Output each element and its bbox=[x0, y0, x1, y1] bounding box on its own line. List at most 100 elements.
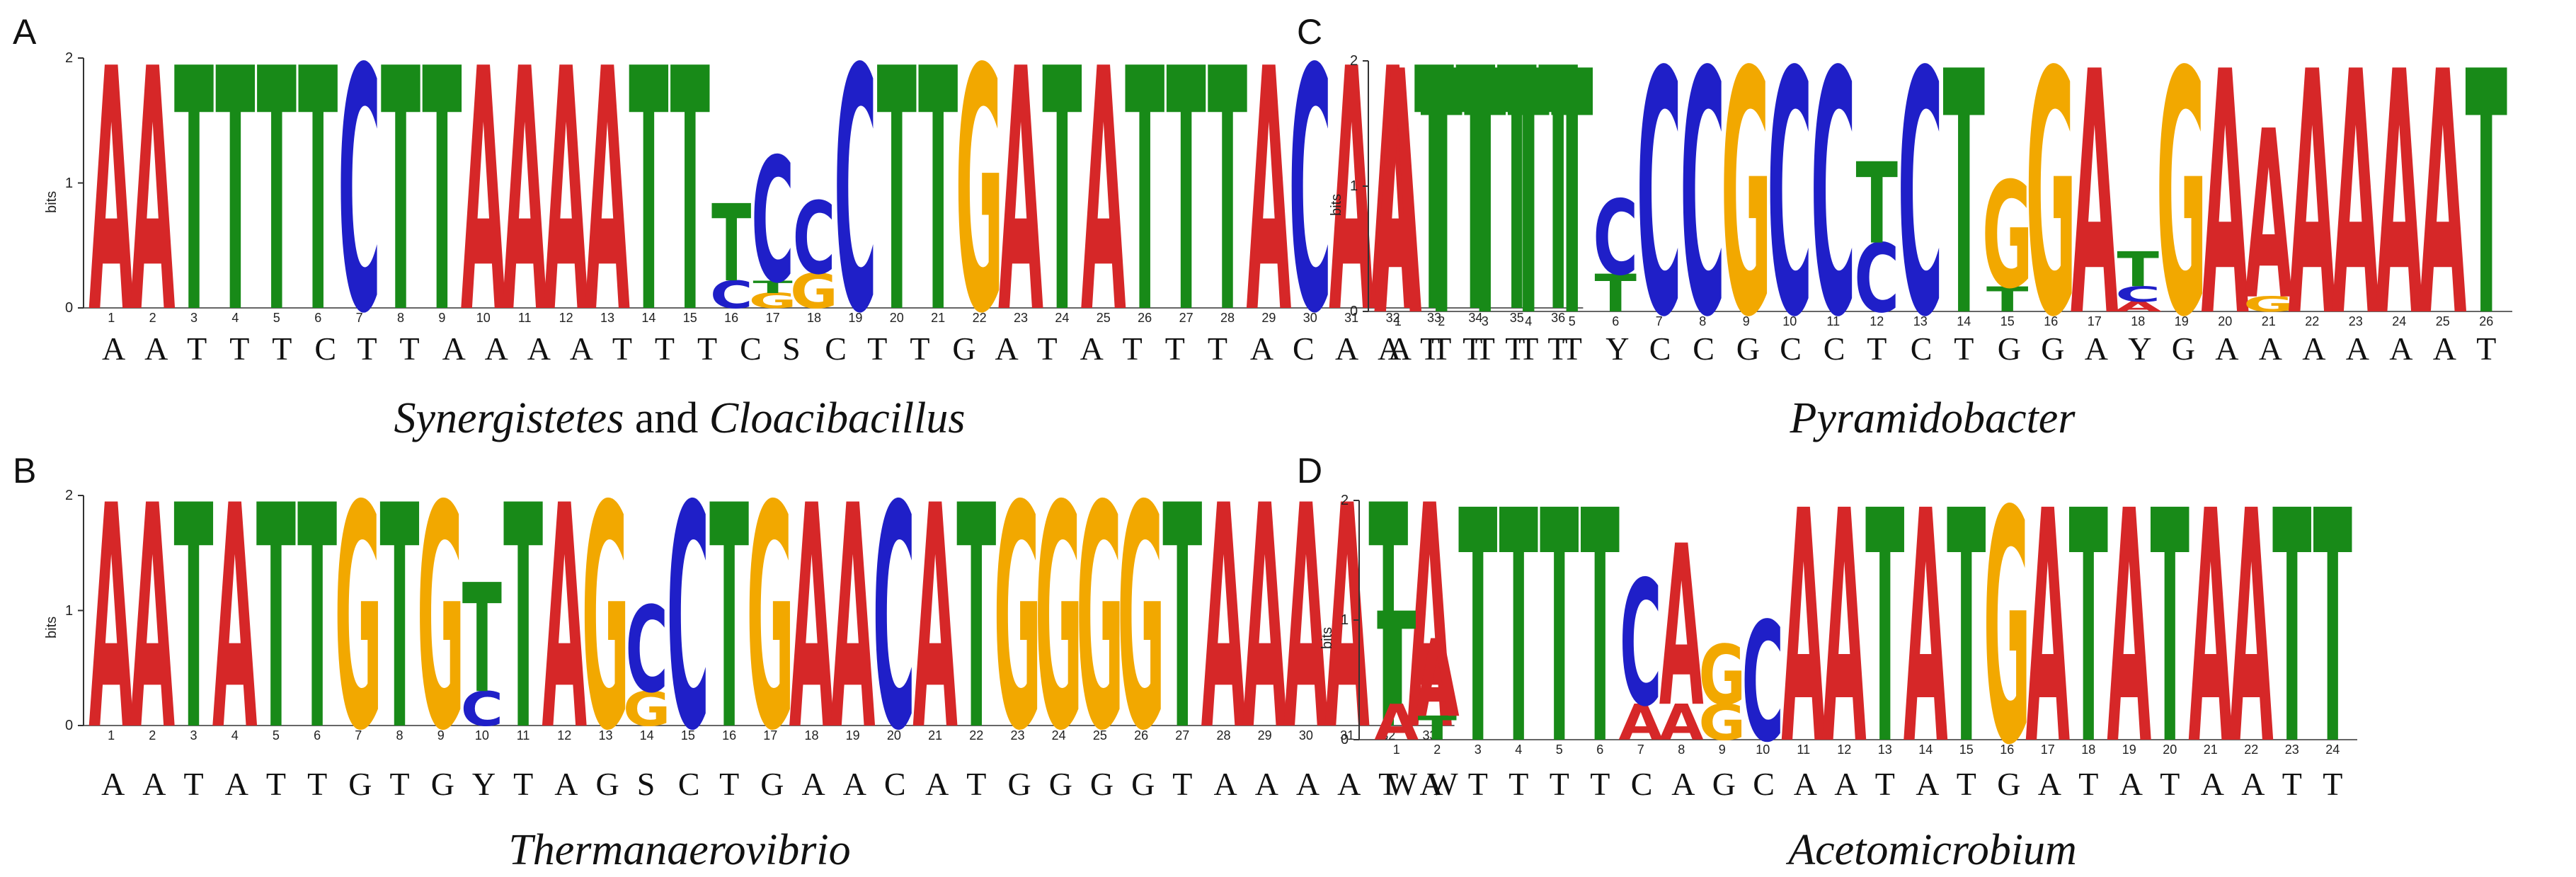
position-number: 6 bbox=[314, 311, 321, 325]
position-number: 25 bbox=[2436, 314, 2450, 328]
position-number: 9 bbox=[437, 728, 445, 743]
position-number: 5 bbox=[1556, 743, 1563, 757]
consensus-base: A bbox=[1387, 331, 1412, 367]
logo-letter-T: T bbox=[1368, 440, 1408, 798]
consensus-base: T bbox=[654, 331, 675, 367]
consensus-base: A bbox=[995, 331, 1019, 367]
logo-letter-A: A bbox=[88, 440, 134, 798]
position-number: 25 bbox=[1097, 311, 1111, 325]
position-number: 7 bbox=[356, 311, 363, 325]
logo-letter-T: T bbox=[1464, 1, 1506, 391]
position-number: 23 bbox=[1010, 728, 1024, 743]
consensus-base: T bbox=[1509, 766, 1529, 802]
logo-letter-T: T bbox=[1418, 709, 1457, 747]
consensus-base: C bbox=[1630, 766, 1653, 802]
position-number: 27 bbox=[1179, 311, 1193, 325]
y-tick-label: 1 bbox=[1350, 178, 1358, 194]
consensus-base: T bbox=[1037, 331, 1058, 367]
consensus-base: C bbox=[825, 331, 847, 367]
position-number: 16 bbox=[724, 311, 738, 325]
y-axis-label: bits bbox=[44, 190, 59, 213]
logo-letter-C: C bbox=[873, 440, 915, 798]
consensus-base: G bbox=[1997, 331, 2021, 367]
logo-letter-T: T bbox=[1458, 444, 1498, 815]
logo-letter-T: T bbox=[2272, 444, 2312, 815]
panel-letter: D bbox=[1297, 451, 1323, 491]
consensus-base: T bbox=[2282, 766, 2302, 802]
consensus-base: G bbox=[2041, 331, 2065, 367]
consensus-base: G bbox=[595, 766, 619, 802]
consensus-base: G bbox=[2171, 331, 2195, 367]
position-number: 9 bbox=[438, 311, 445, 325]
logo-letter-T: T bbox=[1508, 1, 1550, 391]
logo-letter-A: A bbox=[1374, 1, 1422, 391]
position-number: 22 bbox=[973, 311, 987, 325]
position-number: 14 bbox=[641, 311, 656, 325]
position-number: 29 bbox=[1261, 311, 1276, 325]
position-number: 10 bbox=[1782, 314, 1797, 328]
species-name-part: and bbox=[624, 394, 709, 442]
logo-letter-A: A bbox=[2107, 444, 2151, 815]
position-number: 32 bbox=[1386, 311, 1400, 325]
consensus-base: A bbox=[925, 766, 949, 802]
logo-letter-C: C bbox=[1289, 0, 1332, 386]
logo-letter-A: A bbox=[2229, 444, 2274, 815]
panel-letter: C bbox=[1297, 12, 1323, 52]
logo-letter-A: A bbox=[212, 440, 258, 798]
consensus-base: G bbox=[1089, 766, 1114, 802]
logo-letter-A: A bbox=[789, 440, 835, 798]
consensus-base: A bbox=[801, 766, 825, 802]
logo-letter-A: A bbox=[1904, 444, 1948, 815]
logo-letter-T: T bbox=[2151, 444, 2190, 815]
position-number: 13 bbox=[1878, 743, 1892, 757]
logo-letter-A: A bbox=[1370, 0, 1416, 386]
consensus-base: G bbox=[1007, 766, 1031, 802]
position-number: 6 bbox=[1612, 314, 1619, 328]
position-number: 14 bbox=[1957, 314, 1971, 328]
logo-letter-G: G bbox=[2156, 1, 2207, 391]
logo-letter-C: C bbox=[751, 121, 794, 321]
position-number: 1 bbox=[108, 311, 115, 325]
consensus-base: A bbox=[144, 331, 168, 367]
position-number: 20 bbox=[2218, 314, 2232, 328]
logo-letter-G: G bbox=[623, 682, 670, 737]
logo-letter-G: G bbox=[1698, 628, 1746, 724]
logo-letter-T: T bbox=[1455, 0, 1496, 386]
logo-letter-T: T bbox=[670, 0, 711, 386]
position-number: 31 bbox=[1344, 311, 1358, 325]
position-number: 12 bbox=[559, 311, 573, 325]
position-number: 12 bbox=[557, 728, 571, 743]
position-number: 2 bbox=[149, 311, 156, 325]
consensus-base: A bbox=[102, 331, 126, 367]
consensus-base: T bbox=[1956, 766, 1976, 802]
y-axis-label: bits bbox=[44, 616, 59, 638]
logo-letter-A: A bbox=[1407, 440, 1453, 798]
position-number: 5 bbox=[1569, 314, 1576, 328]
logo-letter-A: A bbox=[1242, 440, 1288, 798]
logo-letter-A: A bbox=[2376, 1, 2424, 391]
consensus-base: T bbox=[2160, 766, 2180, 802]
consensus-base: T bbox=[183, 766, 204, 802]
consensus-base: T bbox=[1420, 331, 1441, 367]
logo-letter-G: G bbox=[2243, 293, 2294, 317]
y-tick-label: 0 bbox=[65, 718, 74, 733]
y-tick-label: 2 bbox=[1350, 53, 1358, 69]
logo-letter-G: G bbox=[1982, 151, 2033, 321]
y-tick-label: 2 bbox=[65, 50, 74, 66]
logo-letter-A: A bbox=[1324, 440, 1370, 798]
logo-letter-A: A bbox=[912, 440, 958, 798]
position-number: 18 bbox=[2131, 314, 2145, 328]
logo-letter-T: T bbox=[709, 440, 749, 798]
consensus-base: A bbox=[2037, 766, 2061, 802]
species-name: Synergistetes and Cloacibacillus bbox=[184, 396, 1175, 440]
position-number: 13 bbox=[598, 728, 612, 743]
consensus-base: T bbox=[272, 331, 292, 367]
consensus-base: T bbox=[513, 766, 534, 802]
species-name-part: Synergistetes bbox=[394, 394, 624, 442]
logo-letter-T: T bbox=[1856, 140, 1899, 270]
consensus-base: A bbox=[569, 331, 594, 367]
position-number: 19 bbox=[2175, 314, 2189, 328]
consensus-base: T bbox=[910, 331, 930, 367]
logo-letter-G: G bbox=[956, 0, 1004, 386]
consensus-base: A bbox=[1671, 766, 1695, 802]
